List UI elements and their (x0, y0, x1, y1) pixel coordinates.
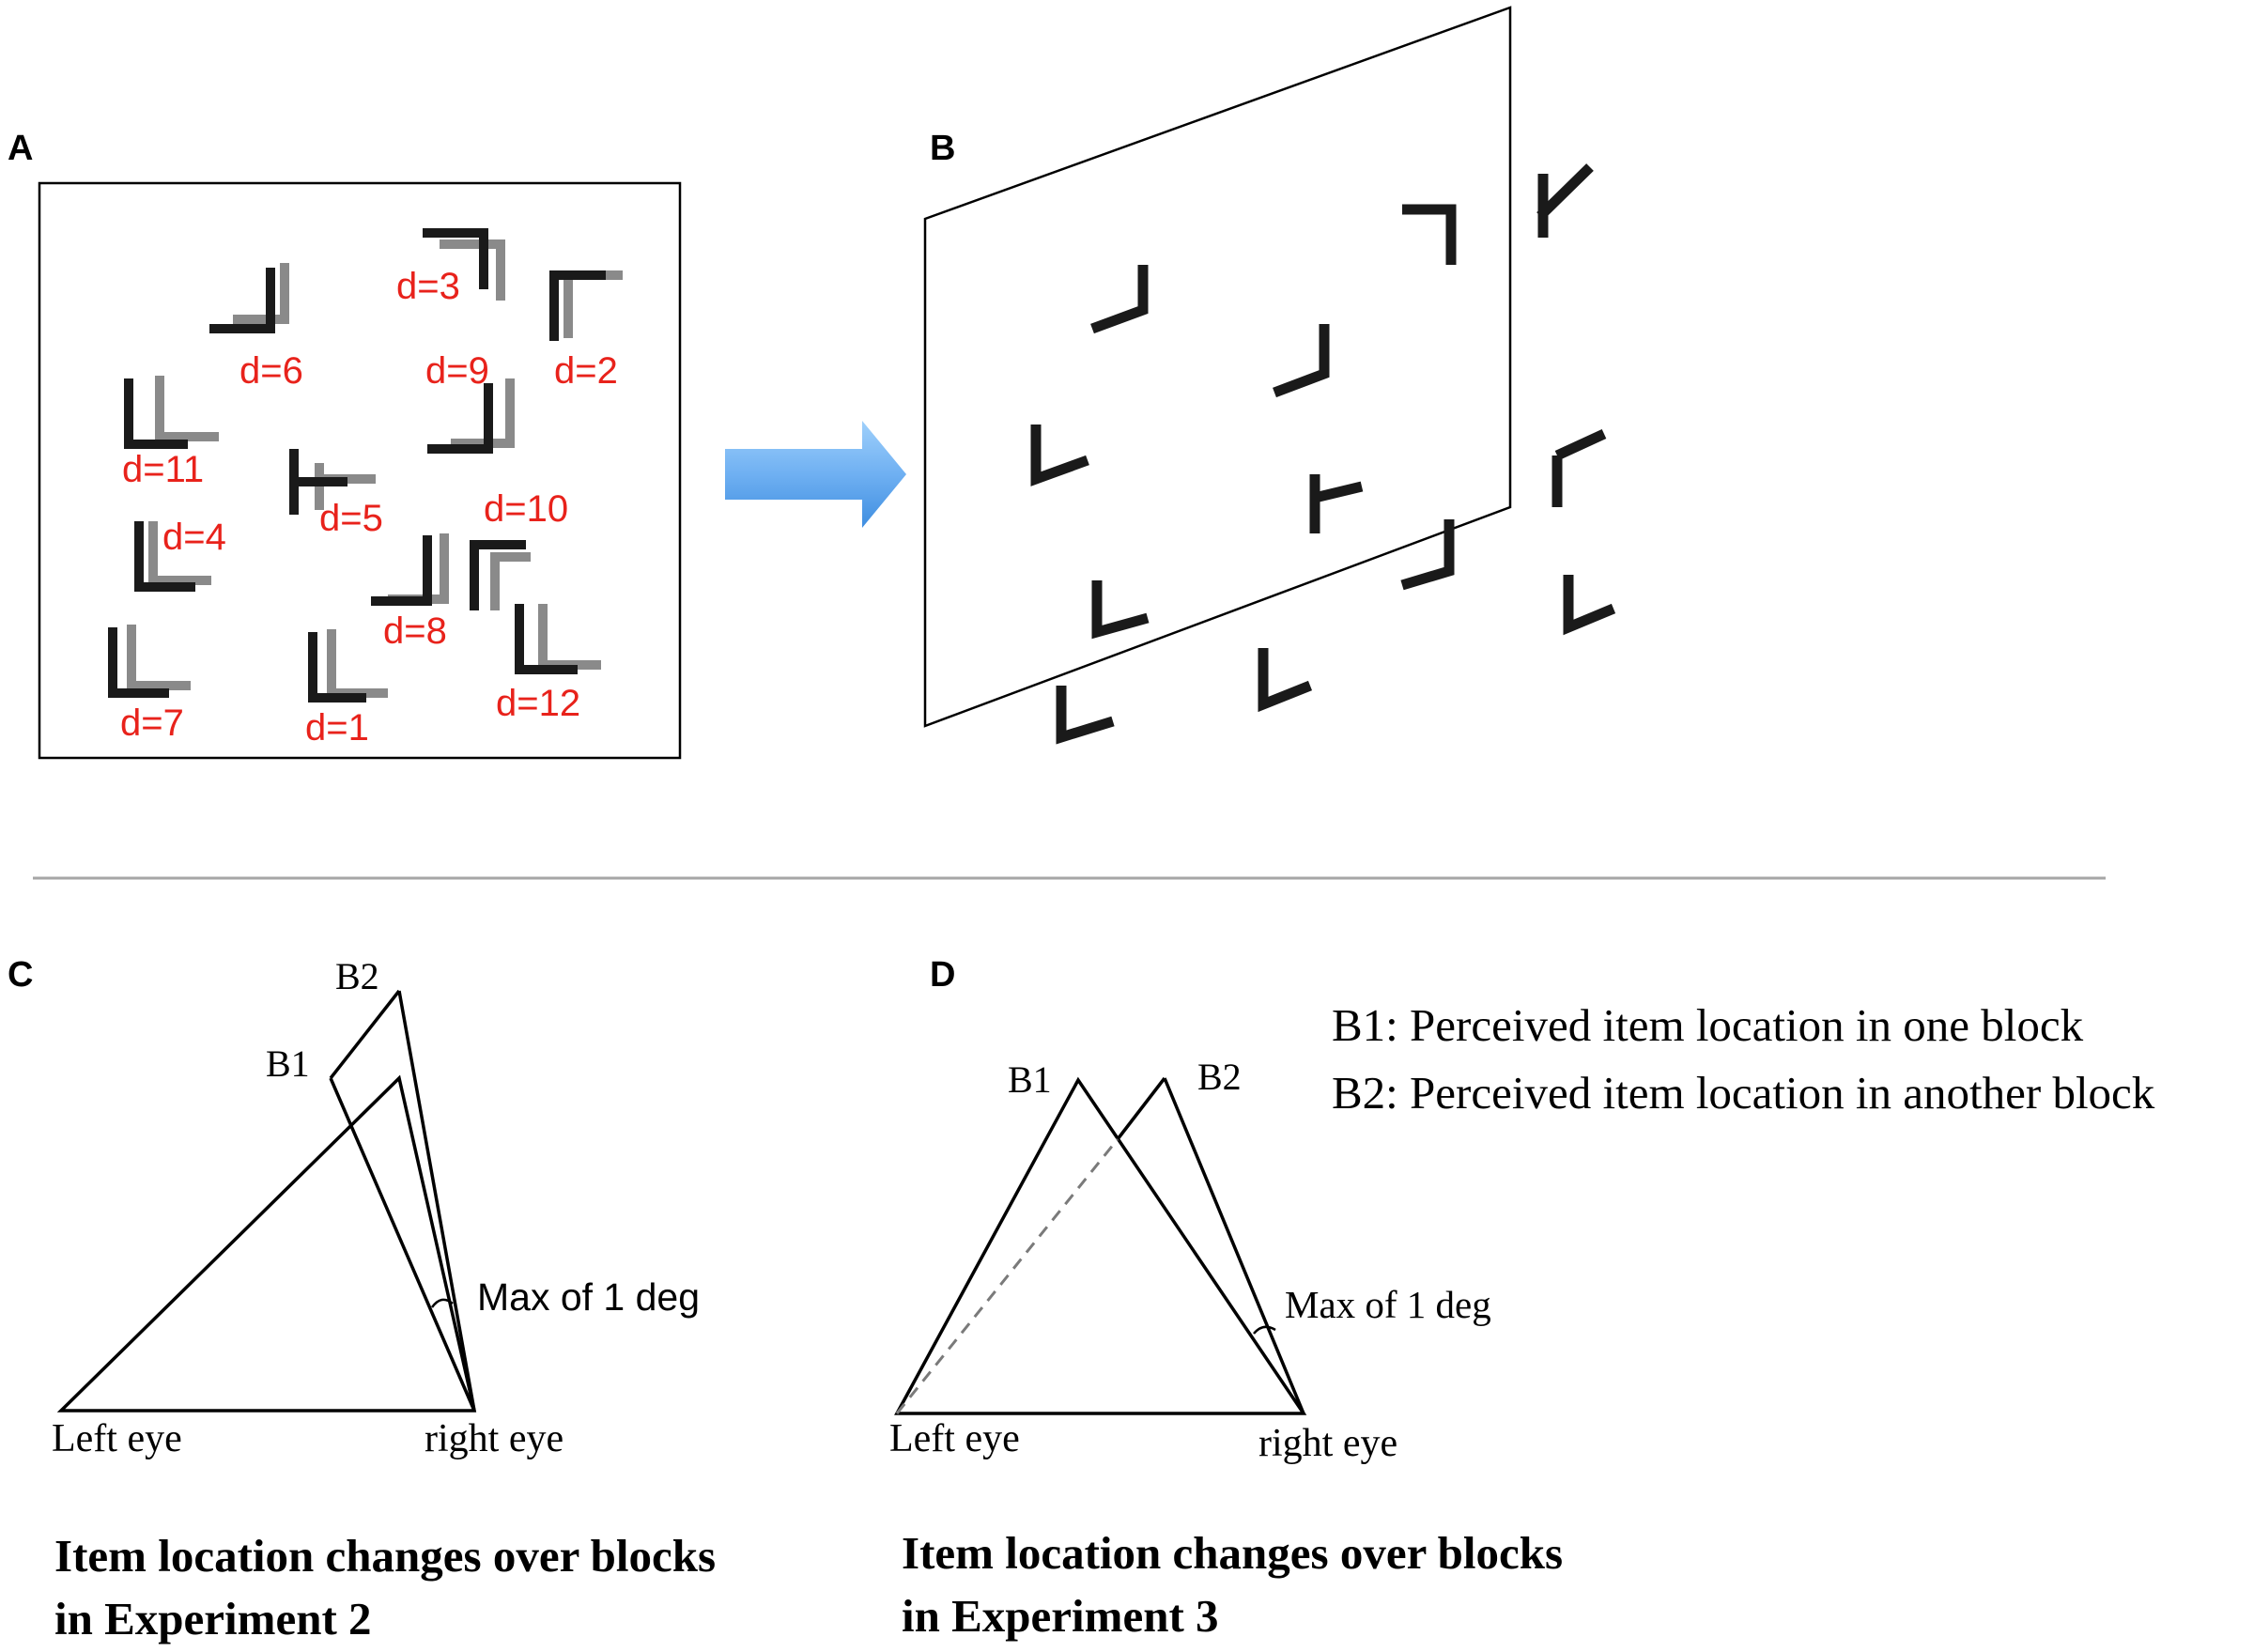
left-eye-label-d: Left eye (889, 1417, 1020, 1460)
label-d6: d=6 (239, 350, 303, 392)
stimulus-d4 (134, 521, 211, 592)
angle-arc-d (1253, 1325, 1276, 1335)
panel-d-letter: D (930, 955, 955, 995)
stimulus-d7 (108, 625, 191, 698)
legend-b1: B1: Perceived item location in one block (1332, 999, 2084, 1051)
panel-a-stimuli (108, 228, 623, 702)
panel-a-letter: A (8, 129, 33, 168)
stimulus-d12 (515, 604, 601, 674)
label-d3: d=3 (396, 266, 460, 307)
label-d4: d=4 (162, 517, 226, 558)
label-d9: d=9 (425, 350, 489, 392)
stimulus-d10 (470, 540, 531, 610)
label-d8: d=8 (383, 610, 447, 652)
stimulus-d8 (371, 533, 449, 606)
right-eye-label-d: right eye (1258, 1422, 1397, 1465)
caption-d-line1: Item location changes over blocks (902, 1527, 1563, 1579)
panel-d-diagram (894, 1076, 1307, 1415)
right-eye-label-c: right eye (425, 1417, 564, 1460)
label-d2: d=2 (554, 350, 618, 392)
stimulus-d5 (289, 449, 376, 515)
vertex-b2-d: B2 (1197, 1056, 1242, 1098)
panel-a-labels: d=3 d=6 d=9 d=2 d=11 d=5 d=10 d=4 d=8 d=… (120, 266, 618, 749)
label-d5: d=5 (319, 498, 383, 539)
label-d11: d=11 (122, 449, 204, 490)
transform-arrow (725, 421, 906, 528)
caption-d-line2: in Experiment 3 (902, 1590, 1219, 1642)
vertex-b1-c: B1 (266, 1042, 310, 1085)
projection-plane (923, 6, 1512, 728)
label-d1: d=1 (305, 707, 369, 749)
panel-b-letter: B (930, 129, 955, 168)
stimulus-d3 (423, 228, 505, 301)
panel-a-frame (38, 181, 682, 760)
panel-b-stimuli (1030, 163, 1616, 745)
projection-dashed-line (895, 1138, 1119, 1414)
angle-label-c: Max of 1 deg (477, 1275, 700, 1319)
caption-c-line1: Item location changes over blocks (54, 1530, 716, 1582)
vertex-b1-d: B1 (1008, 1058, 1052, 1101)
label-d7: d=7 (120, 702, 184, 744)
label-d10: d=10 (484, 488, 568, 530)
stimulus-d1 (308, 629, 388, 702)
panel-c-diagram (56, 989, 477, 1413)
stimulus-d6 (209, 263, 289, 333)
stimulus-d11 (124, 376, 219, 449)
left-eye-label-c: Left eye (52, 1417, 182, 1460)
vertex-b2-c: B2 (335, 955, 379, 997)
legend-b2: B2: Perceived item location in another b… (1332, 1067, 2155, 1119)
panel-c-letter: C (8, 955, 33, 995)
stimulus-d2 (549, 270, 623, 341)
stimulus-d9 (427, 378, 515, 454)
caption-c-line2: in Experiment 2 (54, 1593, 372, 1644)
label-d12: d=12 (496, 683, 580, 724)
angle-arc-c (430, 1298, 454, 1308)
angle-label-d: Max of 1 deg (1285, 1283, 1491, 1326)
